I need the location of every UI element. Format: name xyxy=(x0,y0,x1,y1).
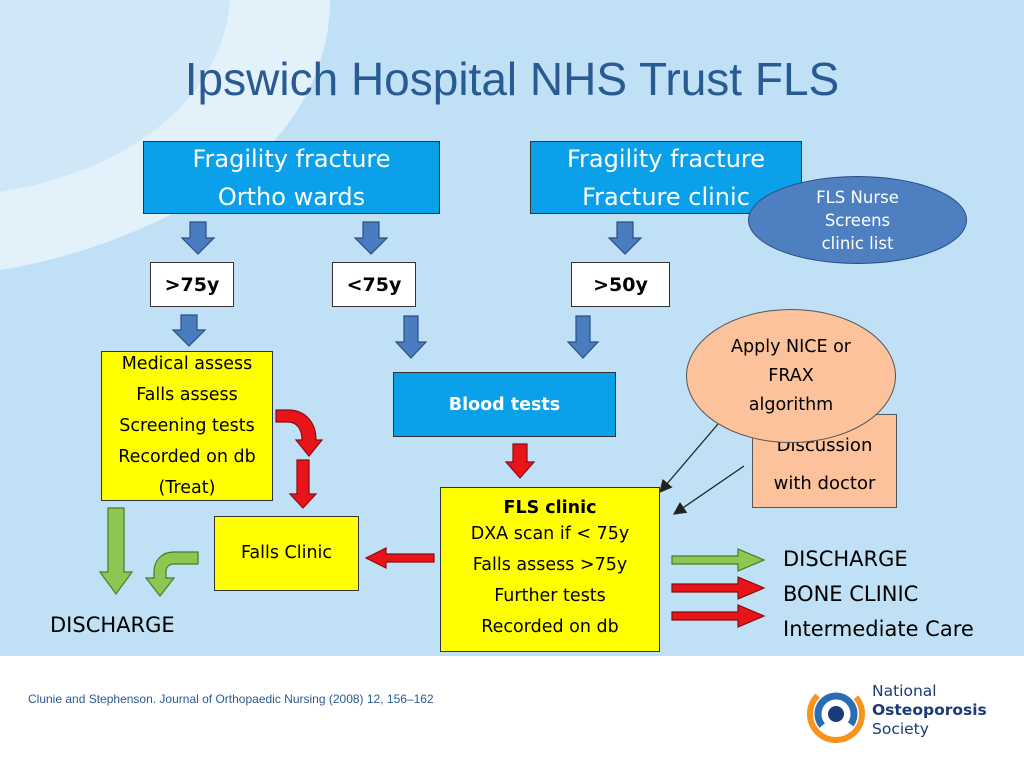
logo-line1: National xyxy=(872,682,937,700)
fls-line3: Further tests xyxy=(494,585,606,606)
medical-line5: (Treat) xyxy=(158,477,216,498)
box-falls-clinic: Falls Clinic xyxy=(214,516,359,591)
arrow-fls-to-bone-clinic xyxy=(671,576,766,600)
medical-line3: Screening tests xyxy=(119,415,255,436)
fls-line4: Recorded on db xyxy=(481,616,619,637)
arrow-falls-to-discharge xyxy=(144,551,199,597)
box-medical-assess: Medical assess Falls assess Screening te… xyxy=(101,351,273,501)
box-blood-tests: Blood tests xyxy=(393,372,616,437)
nice-line2: FRAX xyxy=(768,365,814,386)
arrow-red-down-to-falls xyxy=(288,459,318,509)
footer-citation: Clunie and Stephenson. Journal of Orthop… xyxy=(28,692,434,706)
logo-line3: Society xyxy=(872,720,929,738)
age-gt50-label: >50y xyxy=(593,273,648,296)
arrow-gt75-to-medical xyxy=(171,314,207,347)
arrow-lt75-to-blood xyxy=(394,315,428,359)
medical-line1: Medical assess xyxy=(121,353,253,374)
box-age-gt75: >75y xyxy=(150,262,234,307)
nurse-line1: FLS Nurse xyxy=(816,187,899,207)
falls-clinic-label: Falls Clinic xyxy=(240,543,333,563)
slide-title: Ipswich Hospital NHS Trust FLS xyxy=(184,53,840,105)
arrow-fls-to-intermediate-care xyxy=(671,604,766,628)
ortho-line2: Ortho wards xyxy=(217,182,366,211)
outcome-bone-clinic: BONE CLINIC xyxy=(783,582,919,606)
nurse-line2: Screens xyxy=(824,210,891,230)
ellipse-fls-nurse: FLS Nurse Screens clinic list xyxy=(748,176,967,264)
medical-line4: Recorded on db xyxy=(118,446,256,467)
arrow-medical-curve-to-falls xyxy=(275,409,324,457)
age-gt75-label: >75y xyxy=(164,273,220,296)
arrow-fls-to-discharge xyxy=(671,548,766,572)
line-nice-to-fls-a xyxy=(659,423,719,493)
discharge-left-label: DISCHARGE xyxy=(50,613,175,637)
outcome-intermediate-care: Intermediate Care xyxy=(783,617,974,641)
arrow-ortho-to-gt75 xyxy=(180,221,216,255)
box-fls-clinic: FLS clinic DXA scan if < 75y Falls asses… xyxy=(440,487,660,652)
line-nice-to-fls-b xyxy=(672,465,745,515)
arrow-medical-to-discharge xyxy=(98,507,134,596)
box-age-gt50: >50y xyxy=(571,262,670,307)
nos-logo-text: National Osteoporosis Society xyxy=(872,682,987,739)
age-lt75-label: <75y xyxy=(346,273,402,296)
box-ortho-wards: Fragility fracture Ortho wards xyxy=(143,141,440,214)
background-swoosh xyxy=(0,0,330,270)
nice-line3: algorithm xyxy=(748,394,834,415)
arrow-ortho-to-lt75 xyxy=(353,221,389,255)
fls-line2: Falls assess >75y xyxy=(472,554,628,575)
nos-logo-icon xyxy=(807,685,865,743)
flow-arrows xyxy=(98,221,766,628)
nurse-line3: clinic list xyxy=(821,233,894,253)
fracture-clinic-line2: Fracture clinic xyxy=(582,182,750,211)
blood-tests-label: Blood tests xyxy=(448,394,561,415)
fls-clinic-heading: FLS clinic xyxy=(503,497,597,518)
nice-line1: Apply NICE or xyxy=(731,336,851,357)
arrow-clinic-to-gt50 xyxy=(607,221,643,255)
fracture-clinic-line1: Fragility fracture xyxy=(566,144,766,173)
box-age-lt75: <75y xyxy=(332,262,416,307)
arrow-blood-to-fls xyxy=(504,443,536,479)
arrow-fls-to-falls xyxy=(364,547,435,569)
discussion-line2: with doctor xyxy=(773,473,876,494)
fls-line1: DXA scan if < 75y xyxy=(470,523,630,544)
outcome-discharge: DISCHARGE xyxy=(783,547,908,571)
medical-line2: Falls assess xyxy=(136,384,238,405)
arrow-gt50-to-blood xyxy=(566,315,600,359)
ellipse-nice-frax: Apply NICE or FRAX algorithm xyxy=(686,309,896,443)
ortho-line1: Fragility fracture xyxy=(192,144,391,173)
logo-line2: Osteoporosis xyxy=(872,701,987,719)
